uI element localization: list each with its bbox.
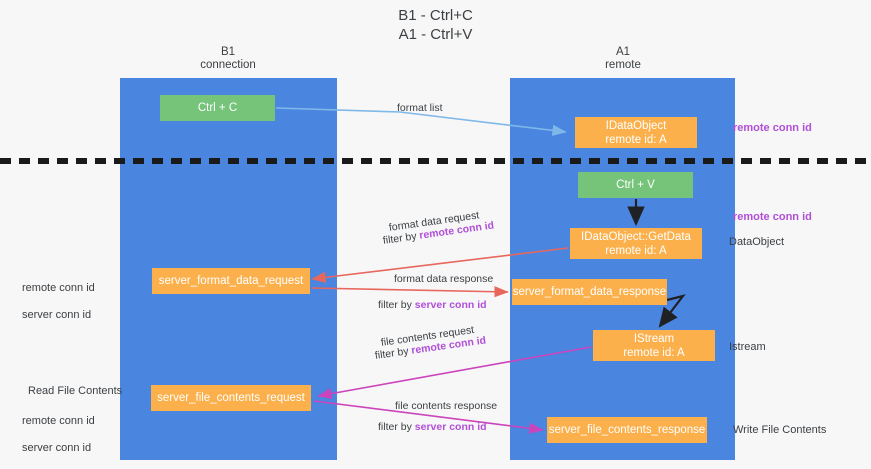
node-idataobject-getdata[interactable]: IDataObject::GetData remote id: A: [570, 228, 702, 259]
filter-key-server-conn-id: server conn id: [414, 299, 487, 311]
annotation-left-conn-ids-2: remote conn id server conn id: [22, 401, 95, 469]
node-istream[interactable]: IStream remote id: A: [593, 330, 715, 361]
node-server-format-data-request[interactable]: server_format_data_request: [152, 268, 310, 294]
edge-label-format-data-response: format data response: [394, 273, 494, 285]
annotation-left-server-conn-id-2: server conn id: [22, 441, 92, 454]
node-server-format-data-response[interactable]: server_format_data_response: [512, 279, 667, 305]
annotation-remote-conn-id-top: remote conn id: [733, 122, 812, 134]
edge-label-format-list: format list: [397, 102, 443, 114]
arrow-format-data-response: [311, 286, 509, 298]
diagram-title: B1 - Ctrl+C A1 - Ctrl+V: [398, 7, 473, 43]
filter-prefix: filter by: [378, 299, 415, 311]
edge-label-file-contents-response: file contents response: [395, 400, 498, 412]
node-idataobject[interactable]: IDataObject remote id: A: [575, 117, 697, 148]
node-server-file-contents-response[interactable]: server_file_contents_response: [547, 417, 707, 443]
annotation-left-remote-conn-id: remote conn id: [22, 281, 95, 294]
lane-header-b1: B1 connection: [200, 46, 256, 71]
node-server-file-contents-request[interactable]: server_file_contents_request: [151, 385, 311, 411]
filter-prefix: filter by: [374, 344, 413, 362]
annotation-istream: Istream: [729, 341, 766, 353]
filter-prefix: filter by: [378, 421, 415, 433]
annotation-remote-conn-id-mid: remote conn id: [733, 211, 812, 223]
annotation-dataobject: DataObject: [729, 236, 785, 248]
filter-key-server-conn-id: server conn id: [414, 421, 487, 433]
filter-prefix: filter by: [382, 229, 421, 247]
annotation-write-file-contents: Write File Contents: [733, 424, 827, 436]
node-ctrl-v[interactable]: Ctrl + V: [578, 172, 693, 198]
edge-label-file-contents-response-filter: filter by server conn id: [378, 420, 487, 435]
lane-header-a1: A1 remote: [605, 46, 641, 71]
annotation-read-file-contents: Read File Contents: [28, 385, 123, 397]
annotation-left-remote-conn-id-2: remote conn id: [22, 414, 95, 427]
node-ctrl-c[interactable]: Ctrl + C: [160, 95, 275, 121]
annotation-left-server-conn-id: server conn id: [22, 308, 92, 321]
annotation-left-conn-ids: remote conn id server conn id: [22, 268, 95, 336]
edge-label-format-data-response-filter: filter by server conn id: [378, 298, 487, 313]
